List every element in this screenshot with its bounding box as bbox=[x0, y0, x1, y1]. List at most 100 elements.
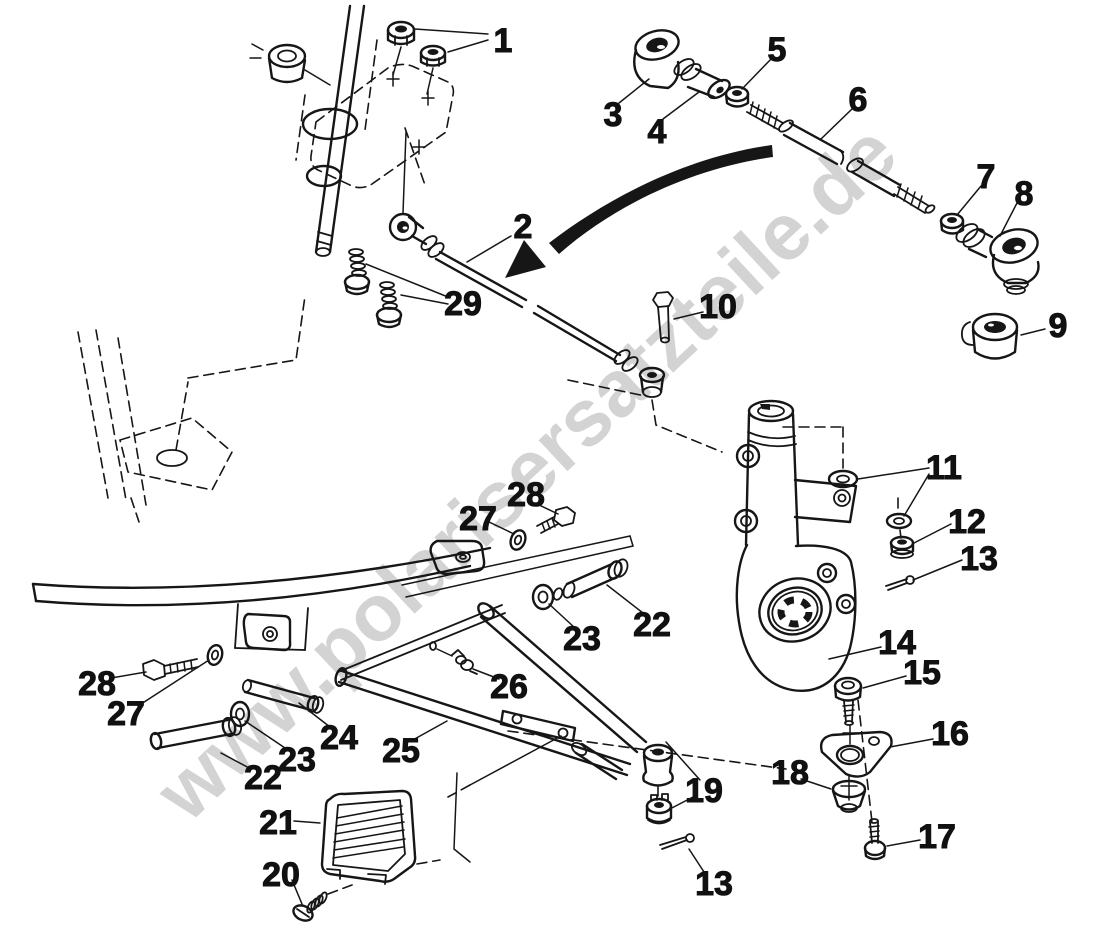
leader-28b bbox=[536, 503, 559, 515]
rod-end-shank-4 bbox=[673, 58, 731, 100]
callout-14: 14 bbox=[878, 624, 916, 662]
callout-27b: 27 bbox=[459, 500, 497, 538]
washer-11a bbox=[827, 469, 859, 489]
leader-20 bbox=[291, 879, 303, 905]
leader-3 bbox=[618, 78, 650, 104]
leader-11a bbox=[857, 467, 930, 480]
leader-4 bbox=[662, 91, 700, 120]
leader-11b bbox=[903, 473, 930, 517]
callout-26: 26 bbox=[490, 668, 528, 706]
washer-27a bbox=[206, 643, 224, 667]
leader-7 bbox=[956, 185, 982, 216]
dust-cap-18 bbox=[507, 730, 867, 813]
leader-17 bbox=[886, 839, 921, 847]
callout-10: 10 bbox=[699, 288, 737, 326]
leader-24 bbox=[298, 702, 331, 728]
callout-27a: 27 bbox=[107, 695, 145, 733]
callout-13a: 13 bbox=[960, 540, 998, 578]
screw-29a bbox=[343, 248, 371, 296]
callout-11: 11 bbox=[926, 449, 962, 487]
callout-18: 18 bbox=[771, 754, 809, 792]
screw-20 bbox=[292, 884, 353, 922]
callout-23b: 23 bbox=[563, 620, 601, 658]
leader-2 bbox=[466, 235, 512, 263]
steering-mount-plate bbox=[310, 46, 455, 214]
leader-14 bbox=[828, 646, 882, 660]
callout-24: 24 bbox=[320, 719, 358, 757]
callout-23a: 23 bbox=[278, 741, 316, 779]
callout-17: 17 bbox=[918, 818, 956, 856]
jam-nut-7 bbox=[939, 212, 965, 235]
washer-27b bbox=[509, 529, 527, 551]
callout-20: 20 bbox=[262, 856, 300, 894]
steering-clamp bbox=[249, 43, 331, 86]
leader-5 bbox=[741, 57, 773, 90]
bolt-10 bbox=[652, 291, 674, 344]
washer-23a bbox=[229, 700, 251, 728]
callout-2: 2 bbox=[514, 208, 533, 246]
callout-6: 6 bbox=[849, 81, 868, 119]
callout-4: 4 bbox=[648, 113, 667, 151]
callout-leader-lines bbox=[110, 28, 1046, 905]
stop-plate-16 bbox=[819, 725, 893, 778]
tie-rod-6 bbox=[746, 101, 936, 214]
bolt-28b bbox=[536, 506, 576, 534]
callout-25: 25 bbox=[382, 732, 420, 770]
washer-23b bbox=[531, 583, 555, 611]
ball-joint-bushing bbox=[642, 741, 701, 801]
leader-29a bbox=[365, 263, 449, 298]
callout-13b: 13 bbox=[695, 865, 733, 903]
leader-25 bbox=[410, 720, 448, 742]
leader-23a bbox=[244, 720, 289, 751]
callout-9: 9 bbox=[1049, 307, 1068, 345]
nut-1a bbox=[386, 20, 416, 46]
leader-13a bbox=[912, 559, 963, 581]
leader-22b bbox=[606, 584, 644, 614]
leader-13b bbox=[688, 848, 705, 873]
callout-16: 16 bbox=[931, 715, 969, 753]
callout-28a: 28 bbox=[78, 665, 116, 703]
bolt-15 bbox=[833, 676, 873, 823]
callout-21: 21 bbox=[259, 804, 297, 842]
footrest-panel-21 bbox=[320, 772, 471, 885]
callout-3: 3 bbox=[604, 96, 623, 134]
tie-rod-end-3 bbox=[633, 29, 680, 90]
rail-bracket-front bbox=[242, 612, 292, 652]
nut-1b bbox=[419, 44, 447, 67]
frame-rail bbox=[31, 535, 634, 651]
callout-labels: 1 2 3 4 5 6 7 8 9 10 11 12 13 14 15 16 1… bbox=[78, 22, 1068, 904]
bolt-17 bbox=[863, 818, 887, 861]
leader-26 bbox=[472, 668, 500, 680]
leader-19 bbox=[667, 796, 694, 811]
leader-12 bbox=[913, 523, 952, 544]
leader-29b bbox=[400, 294, 449, 305]
callout-29: 29 bbox=[444, 285, 482, 323]
callout-28b: 28 bbox=[507, 476, 545, 514]
bolt-28a bbox=[142, 658, 199, 681]
bushing-9 bbox=[961, 312, 1019, 360]
jam-nut-5 bbox=[724, 85, 750, 108]
leader-18 bbox=[800, 778, 832, 790]
leader-28a bbox=[110, 671, 147, 679]
washer-11b bbox=[885, 497, 913, 530]
callout-15: 15 bbox=[903, 654, 941, 692]
leader-1b bbox=[447, 39, 489, 53]
tie-rod-assembly-2 bbox=[388, 212, 666, 398]
direction-arrow bbox=[505, 145, 773, 278]
tie-rod-end-8 bbox=[955, 223, 1040, 295]
leader-27b bbox=[486, 520, 515, 535]
a-arm-25 bbox=[334, 602, 648, 798]
callout-19: 19 bbox=[685, 772, 723, 810]
steering-column bbox=[295, 4, 378, 257]
grease-fitting-26 bbox=[436, 648, 478, 675]
callout-5: 5 bbox=[768, 31, 787, 69]
leader-21 bbox=[293, 820, 321, 824]
leader-1a bbox=[414, 28, 489, 35]
leader-15 bbox=[862, 675, 907, 689]
leader-6 bbox=[820, 108, 853, 140]
callout-12: 12 bbox=[948, 503, 986, 541]
leader-9 bbox=[1020, 328, 1046, 336]
screw-29b bbox=[375, 281, 403, 329]
